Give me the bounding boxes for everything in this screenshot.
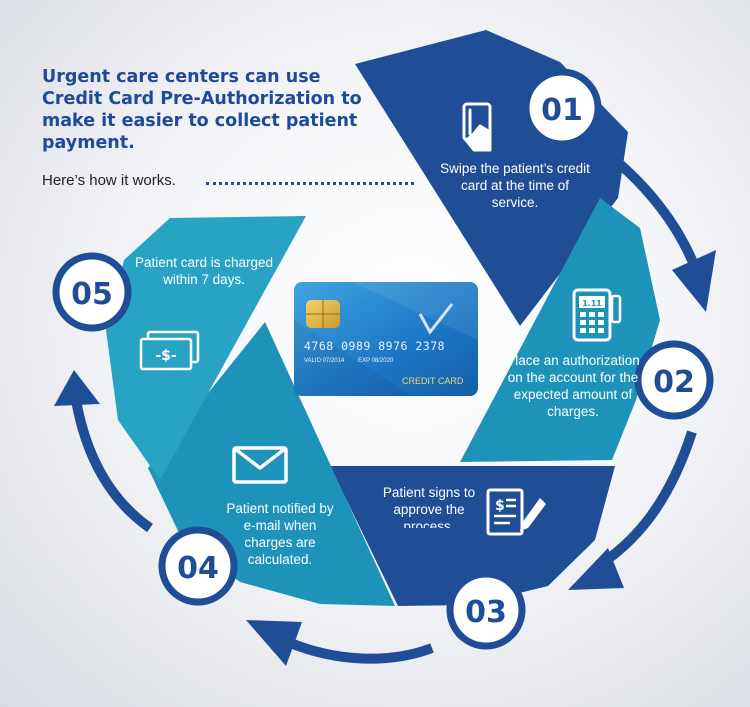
step-text-01: Swipe the patient’s credit card at the t… [440, 161, 590, 210]
step-circle-05: 05 [52, 252, 132, 332]
step-number-02: 02 [653, 365, 695, 400]
arrow-02-to-03 [595, 430, 697, 571]
arrow-02-to-03-head [568, 548, 624, 590]
cycle-arrows [54, 144, 716, 666]
segment-03 [330, 466, 615, 606]
subline: Here’s how it works. [42, 172, 176, 189]
chip-icon [306, 300, 340, 328]
step-number-03: 03 [465, 595, 507, 630]
arrow-01-to-02-head [672, 250, 716, 312]
step-text-05: Patient card is charged within 7 days. [134, 255, 274, 287]
signed-document-icon: $ [486, 488, 546, 536]
arrow-03-to-04-head [246, 620, 302, 666]
arrow-03-to-04 [286, 637, 434, 664]
step-text-02: Place an authorization on the account fo… [506, 353, 640, 419]
card-terminal-icon: 1.11 [572, 288, 622, 342]
step-circle-04: 04 [158, 526, 238, 606]
step-text-03: Patient signs to approve the process. [382, 485, 476, 528]
arrow-04-to-05-head [54, 370, 100, 406]
step-circle-02: 02 [634, 340, 714, 420]
credit-card-illustration: 4768 0989 8976 2378 VALID 07/2014 EXP 08… [292, 280, 480, 398]
checkmark-logo-icon [418, 303, 454, 335]
svg-text:$: $ [495, 498, 505, 514]
step-circle-03: 03 [446, 570, 526, 650]
card-number: 4768 0989 8976 2378 [304, 339, 445, 353]
terminal-screen-text: 1.11 [582, 299, 602, 308]
step-number-04: 04 [177, 551, 219, 586]
dotted-rule [206, 182, 414, 185]
card-exp: EXP 08/2020 [358, 358, 394, 364]
arrow-04-to-05 [71, 399, 153, 533]
step-number-01: 01 [541, 93, 583, 128]
step-circle-01: 01 [522, 68, 602, 148]
svg-text:-$-: -$- [155, 348, 177, 364]
cash-icon: -$- [139, 330, 200, 371]
card-valid: VALID 07/2014 [304, 358, 345, 364]
arrow-01-to-02 [596, 144, 701, 272]
step-text-04: Patient notified by e-mail when charges … [226, 501, 334, 567]
card-label: CREDIT CARD [402, 376, 464, 386]
segment-05 [106, 216, 306, 480]
headline: Urgent care centers can use Credit Card … [42, 67, 362, 153]
envelope-icon [232, 446, 288, 484]
step-number-05: 05 [71, 277, 113, 312]
card-swipe-icon [462, 102, 492, 152]
segment-02 [460, 198, 660, 462]
